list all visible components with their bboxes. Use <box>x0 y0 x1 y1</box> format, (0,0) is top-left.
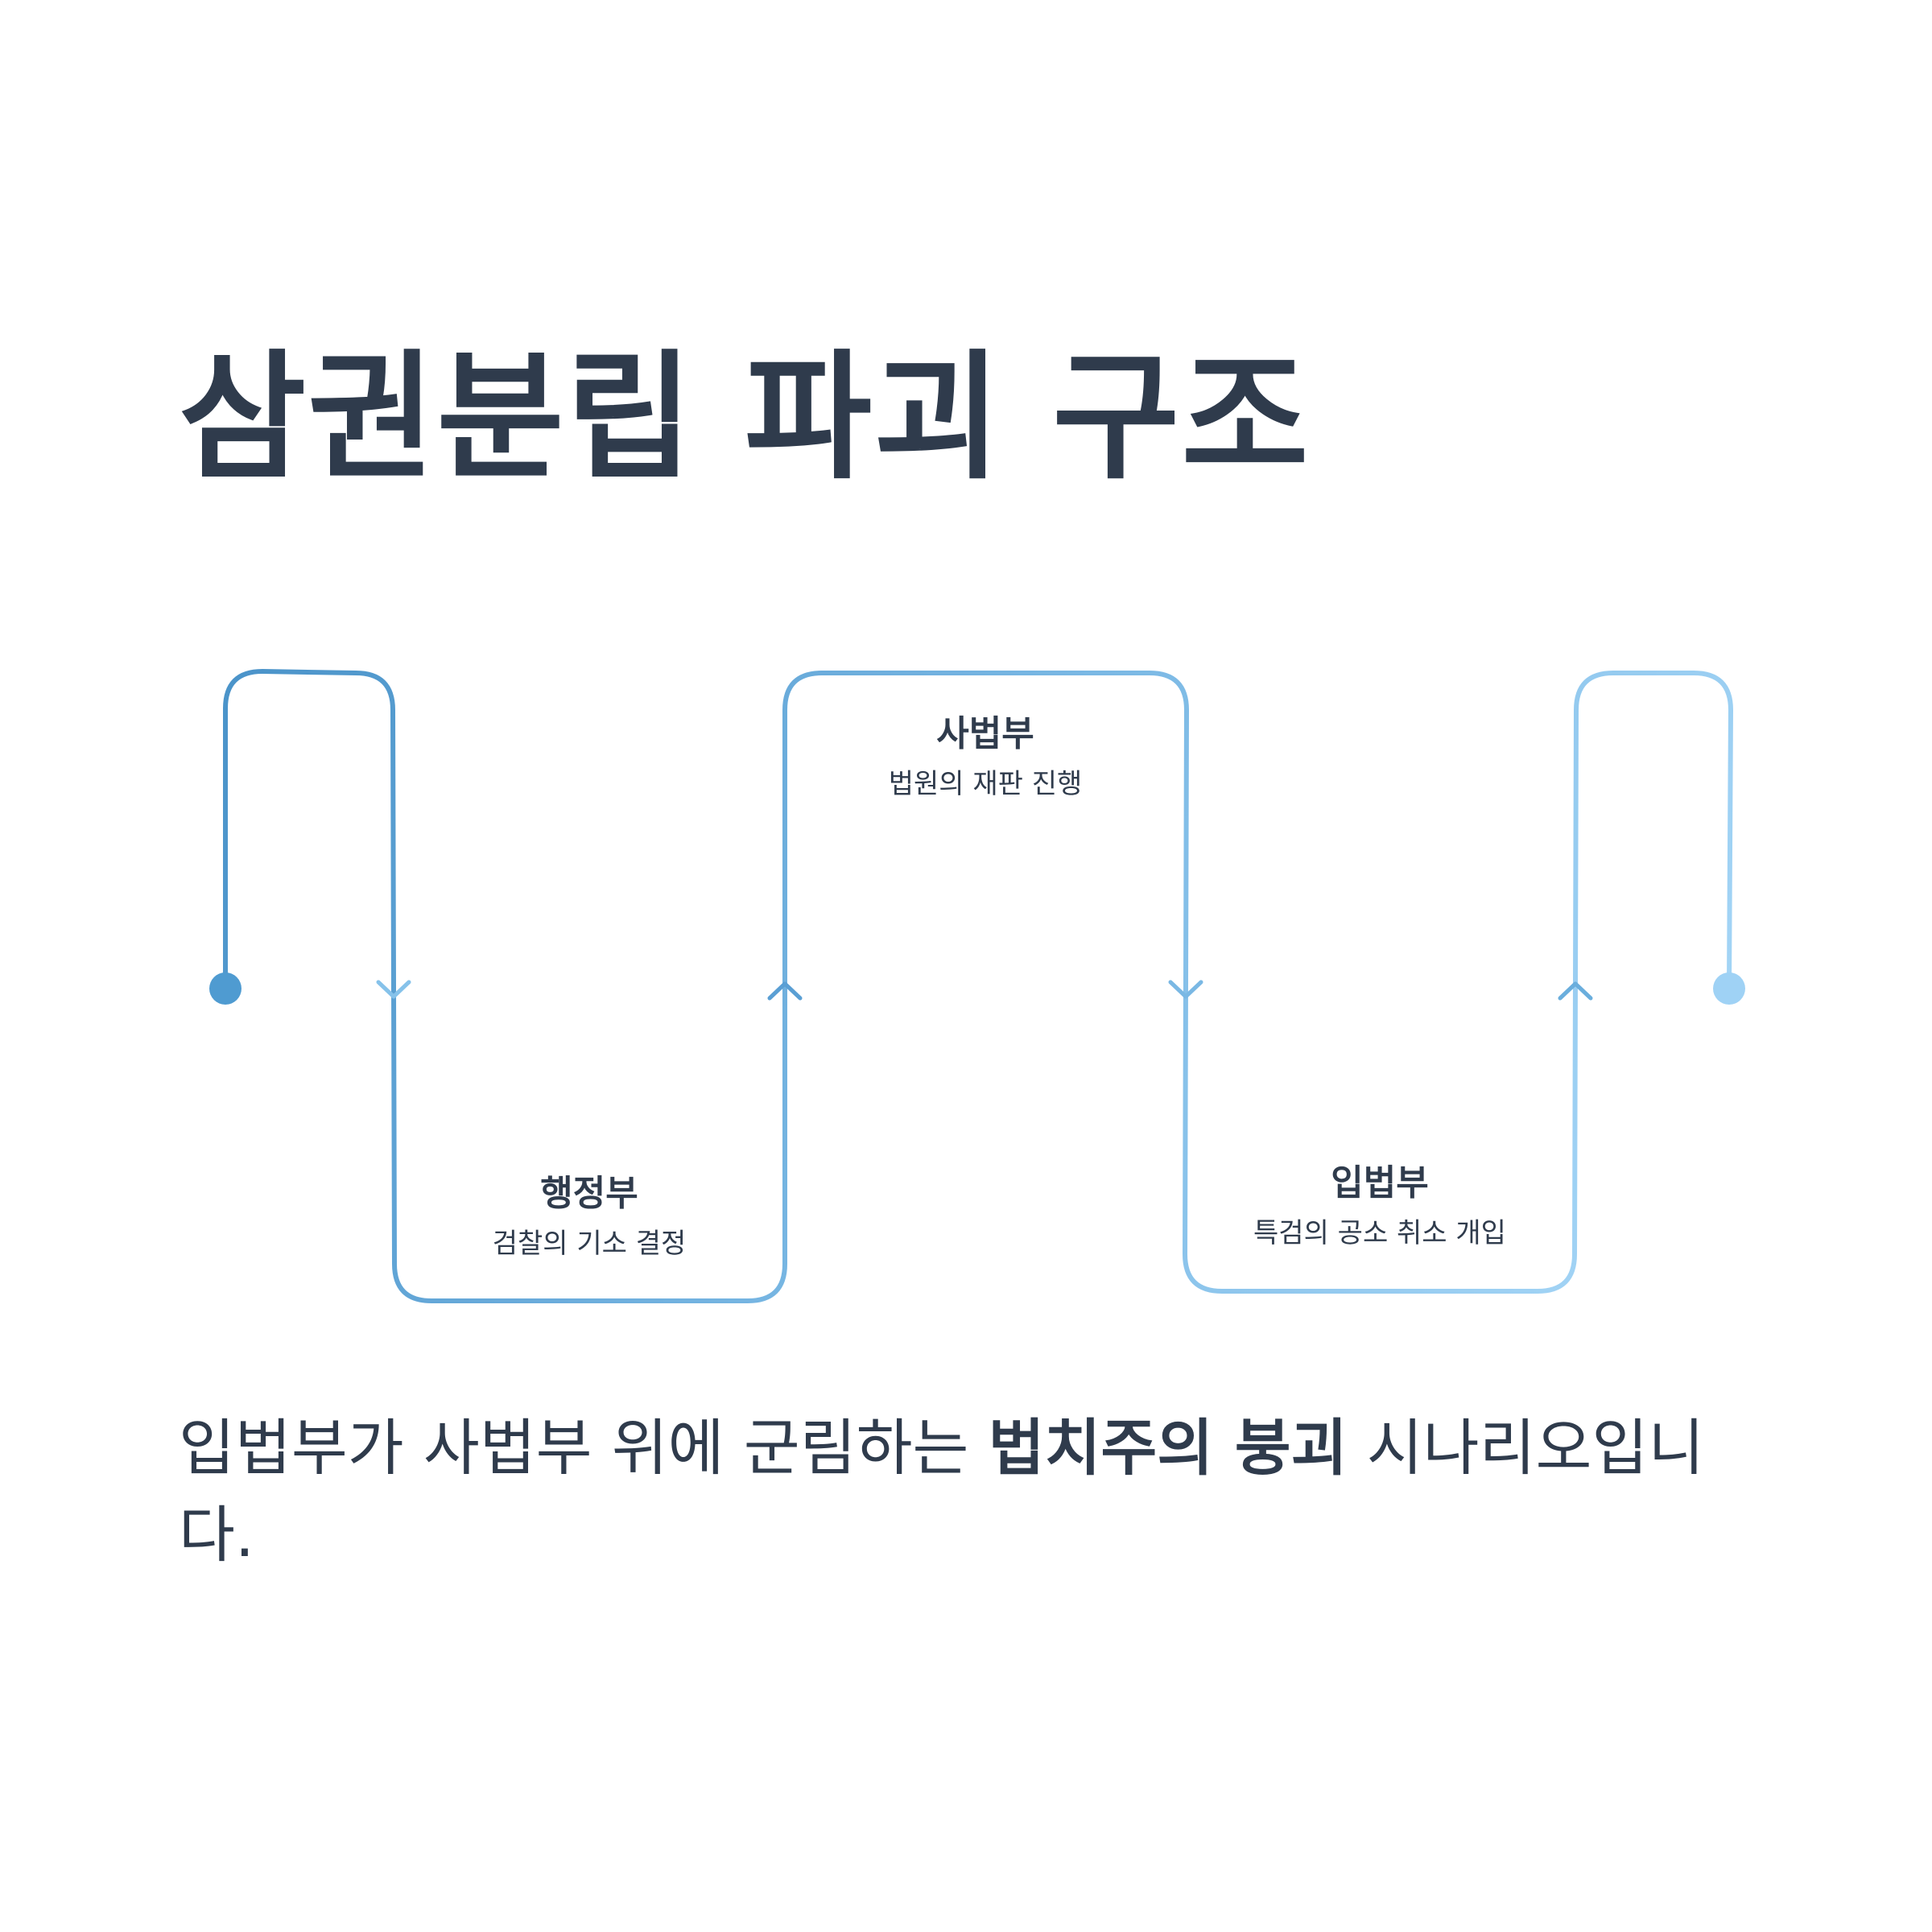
step-title-legislature: 입법부 <box>1331 1162 1428 1203</box>
flow-line <box>223 669 1733 1303</box>
arrow-down-icon <box>376 980 411 999</box>
arrow-down-icon <box>1168 980 1203 999</box>
summary-bold: 법치주의 붕괴 <box>988 1412 1348 1484</box>
page-title: 삼권분립 파괴 구조 <box>179 336 1311 498</box>
start-dot <box>209 972 242 1005</box>
summary-after: 시나리오입니다. <box>179 1412 1705 1571</box>
step-desc-executive: 검찰의 기소 결정 <box>493 1228 687 1260</box>
summary-text: 입법부가 사법부 위에 군림하는 법치주의 붕괴 시나리오입니다. <box>179 1405 1757 1579</box>
step-title-judiciary: 사법부 <box>936 713 1034 754</box>
step-title-executive: 행정부 <box>540 1173 638 1214</box>
step-desc-judiciary: 법원의 재판 진행 <box>889 768 1083 800</box>
arrow-up-icon <box>767 981 803 1001</box>
arrow-up-icon <box>1558 981 1593 1001</box>
end-dot <box>1713 972 1745 1005</box>
step-desc-legislature: 특검의 공소 취소 개입 <box>1253 1217 1506 1249</box>
summary-before: 입법부가 사법부 위에 군림하는 <box>179 1412 989 1484</box>
